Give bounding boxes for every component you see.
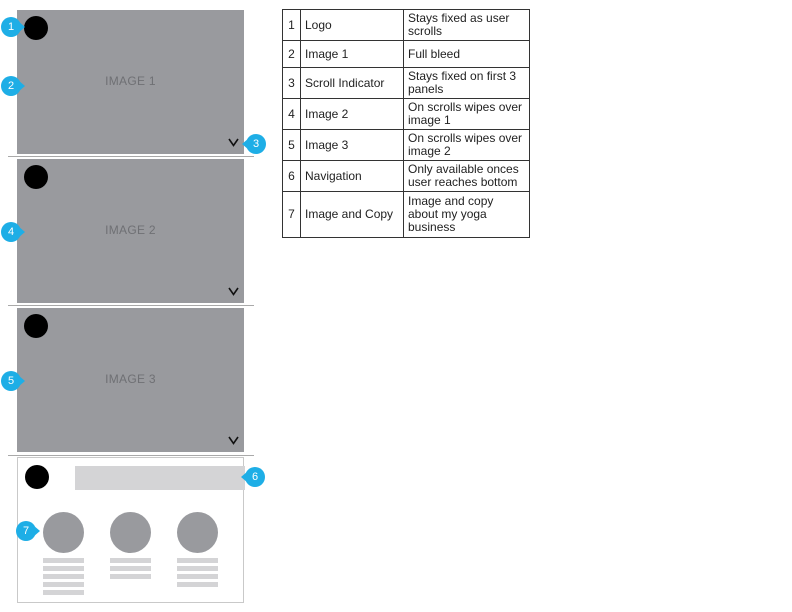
callout-number: 7 — [22, 525, 30, 537]
logo-placeholder — [24, 165, 48, 189]
copy-line — [43, 582, 84, 587]
panel-divider — [8, 156, 254, 157]
legend-row: 6 Navigation Only available onces user r… — [282, 160, 530, 192]
navigation-placeholder — [75, 466, 245, 490]
legend-item: Image 1 — [300, 40, 404, 68]
panel-divider — [8, 305, 254, 306]
legend-description: Full bleed — [403, 40, 530, 68]
legend-row: 4 Image 2 On scrolls wipes over image 1 — [282, 98, 530, 130]
legend-row: 3 Scroll Indicator Stays fixed on first … — [282, 67, 530, 99]
callout-number: 6 — [251, 471, 259, 483]
image-panel-1: IMAGE 1 — [17, 10, 244, 154]
copy-line — [177, 582, 218, 587]
legend-number: 5 — [282, 129, 301, 161]
copy-line — [177, 566, 218, 571]
callout-number: 1 — [7, 21, 15, 33]
copy-line — [110, 558, 151, 563]
image-panel-2: IMAGE 2 — [17, 159, 244, 303]
legend-description: Stays fixed as user scrolls — [403, 9, 530, 41]
legend-item: Image and Copy — [300, 191, 404, 238]
card-image-placeholder — [43, 512, 84, 553]
legend-row: 7 Image and Copy Image and copy about my… — [282, 191, 530, 238]
legend-item: Scroll Indicator — [300, 67, 404, 99]
legend-table: 1 Logo Stays fixed as user scrolls 2 Ima… — [282, 9, 530, 238]
card-image-placeholder — [110, 512, 151, 553]
logo-placeholder — [24, 16, 48, 40]
callout-marker-7: 7 — [16, 521, 40, 541]
legend-number: 2 — [282, 40, 301, 68]
callout-marker-4: 4 — [1, 222, 25, 242]
panel-label: IMAGE 1 — [105, 74, 156, 88]
callout-number: 4 — [7, 226, 15, 238]
copy-line — [43, 590, 84, 595]
scroll-chevron-icon — [228, 436, 239, 445]
legend-description: Image and copy about my yoga business — [403, 191, 530, 238]
callout-marker-1: 1 — [1, 17, 25, 37]
callout-marker-2: 2 — [1, 76, 25, 96]
copy-line — [43, 558, 84, 563]
legend-item: Image 2 — [300, 98, 404, 130]
legend-number: 7 — [282, 191, 301, 238]
legend-item: Navigation — [300, 160, 404, 192]
scroll-chevron-icon — [228, 138, 239, 147]
logo-placeholder — [24, 314, 48, 338]
logo-placeholder — [25, 465, 49, 489]
callout-marker-5: 5 — [1, 371, 25, 391]
footer-panel — [17, 457, 245, 603]
legend-number: 3 — [282, 67, 301, 99]
legend-item: Image 3 — [300, 129, 404, 161]
copy-line — [43, 566, 84, 571]
legend-item: Logo — [300, 9, 404, 41]
panel-divider — [8, 455, 254, 456]
legend-description: Stays fixed on first 3 panels — [403, 67, 530, 99]
callout-marker-3: 3 — [240, 134, 266, 154]
panel-label: IMAGE 2 — [105, 223, 156, 237]
image-panel-3: IMAGE 3 — [17, 308, 244, 452]
legend-number: 6 — [282, 160, 301, 192]
copy-line — [110, 574, 151, 579]
legend-row: 5 Image 3 On scrolls wipes over image 2 — [282, 129, 530, 161]
legend-number: 4 — [282, 98, 301, 130]
copy-line — [43, 574, 84, 579]
copy-line — [177, 558, 218, 563]
legend-description: On scrolls wipes over image 2 — [403, 129, 530, 161]
card-image-placeholder — [177, 512, 218, 553]
legend-row: 1 Logo Stays fixed as user scrolls — [282, 9, 530, 41]
scroll-chevron-icon — [228, 287, 239, 296]
callout-number: 2 — [7, 80, 15, 92]
copy-line — [177, 574, 218, 579]
legend-row: 2 Image 1 Full bleed — [282, 40, 530, 68]
callout-number: 5 — [7, 375, 15, 387]
callout-marker-6: 6 — [239, 467, 265, 487]
panel-label: IMAGE 3 — [105, 372, 156, 386]
legend-description: Only available onces user reaches bottom — [403, 160, 530, 192]
copy-line — [110, 566, 151, 571]
callout-number: 3 — [252, 138, 260, 150]
legend-description: On scrolls wipes over image 1 — [403, 98, 530, 130]
legend-number: 1 — [282, 9, 301, 41]
